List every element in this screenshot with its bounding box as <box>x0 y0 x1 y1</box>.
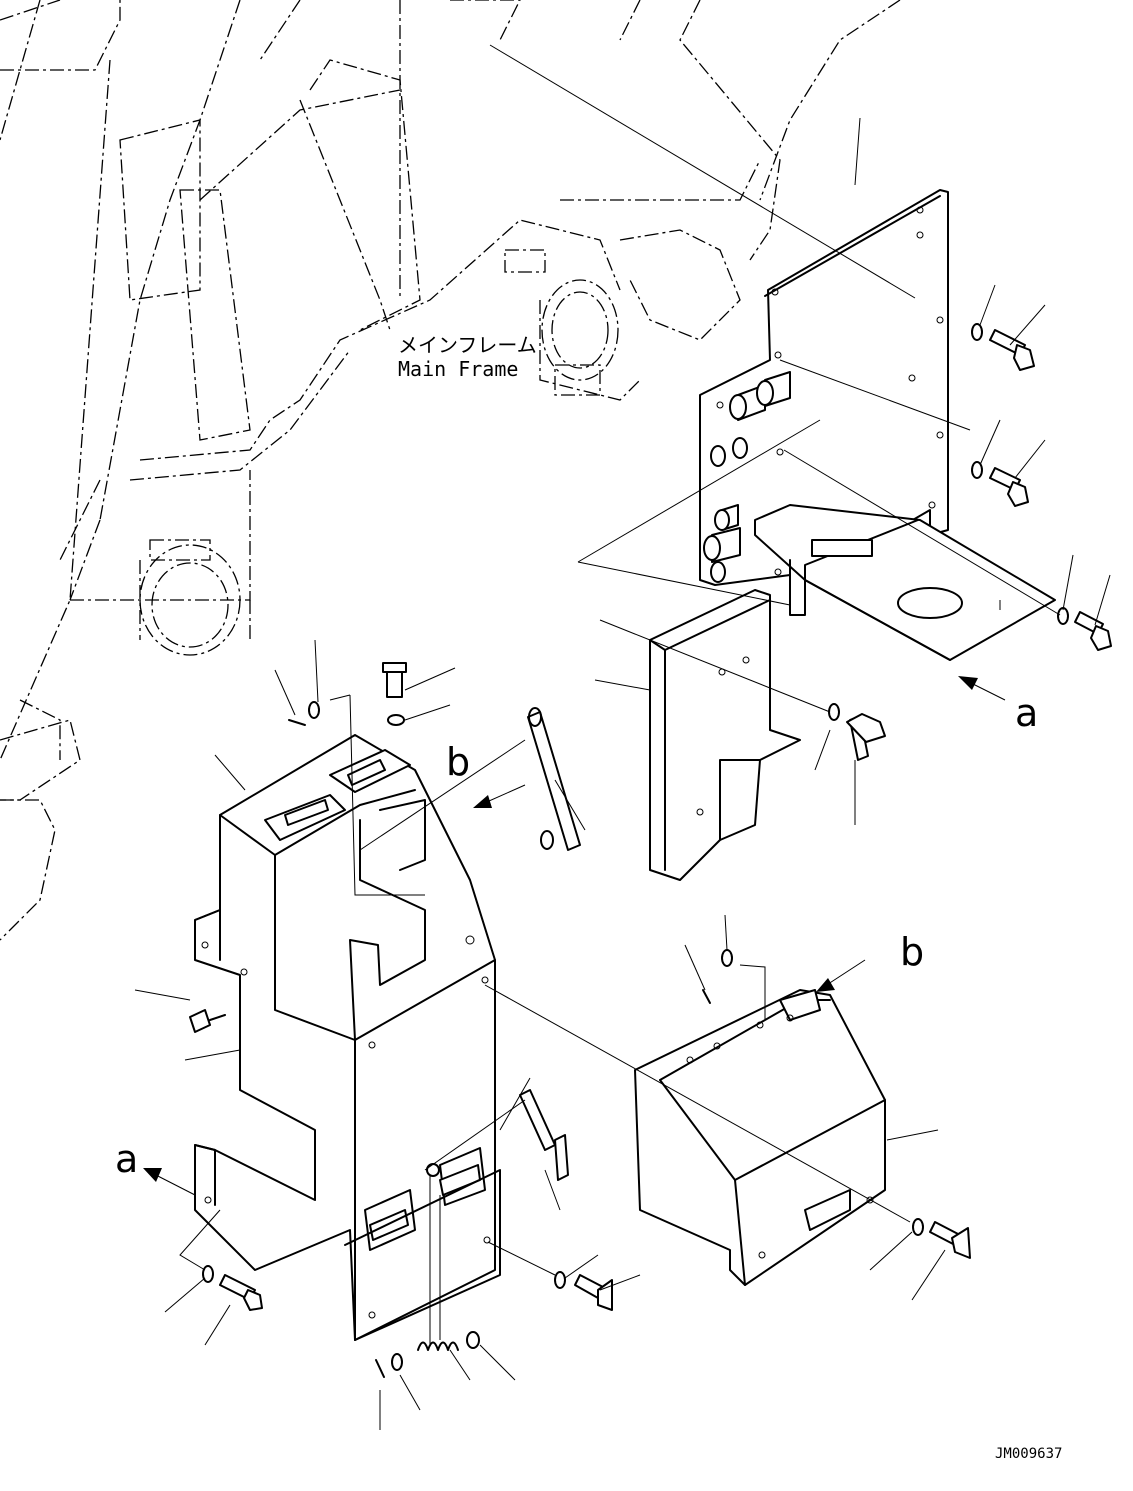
callout-a-lower: a <box>115 1137 138 1181</box>
main-frame-phantom <box>0 0 901 941</box>
arrow-a-upper-icon <box>958 676 978 690</box>
bolts-top-right <box>971 323 1112 651</box>
arrow-a-lower-icon <box>143 1168 162 1182</box>
tall-cover <box>649 589 886 881</box>
leader-lines <box>134 44 1111 1430</box>
main-frame-label-jp: メインフレーム <box>398 333 537 357</box>
small-parts-left <box>189 662 613 1378</box>
lower-right-box <box>634 949 971 1286</box>
callout-b-upper: b <box>446 740 470 784</box>
mounting-plate <box>699 189 1056 661</box>
callout-a-upper: a <box>1015 691 1038 735</box>
arrow-b-upper-icon <box>473 795 492 808</box>
main-frame-label-en: Main Frame <box>398 357 518 381</box>
arrow-b-lower-icon <box>816 978 835 992</box>
left-box <box>194 734 501 1341</box>
callout-arrows <box>143 676 1006 1196</box>
drawing-code: JM009637 <box>995 1446 1062 1462</box>
callout-b-lower: b <box>900 930 924 974</box>
